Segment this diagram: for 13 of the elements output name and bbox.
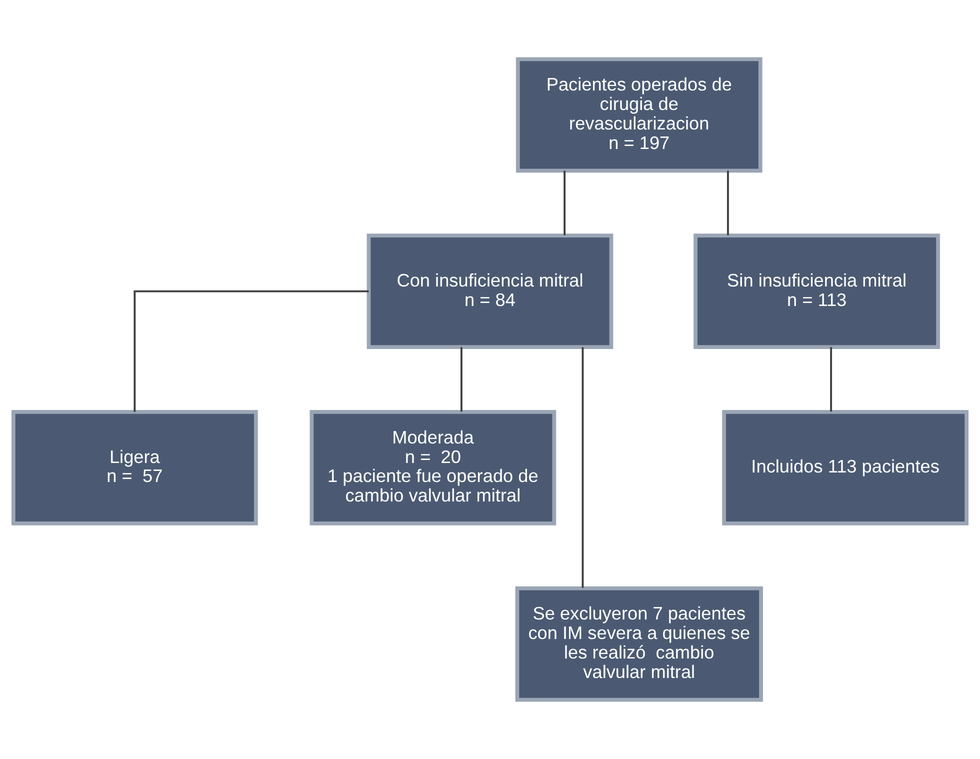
- connector: [564, 170, 566, 236]
- connector: [727, 170, 729, 236]
- connector: [582, 347, 584, 588]
- node-box: Ligera n = 57: [11, 410, 258, 526]
- connector: [830, 347, 832, 412]
- node-box: Se excluyeron 7 pacientes con IM severa a quienes se les realizó cambio valvular mitral: [515, 586, 763, 702]
- node-box: Sin insuficiencia mitral n = 113: [694, 234, 940, 350]
- connector: [460, 347, 462, 412]
- node-box: Pacientes operados de cirugia de revascularizacion n = 197: [516, 57, 762, 173]
- node-box: Moderada n = 20 1 paciente fue operado de cambio valvular mitral: [310, 410, 556, 526]
- connector: [134, 290, 369, 412]
- node-box: Incluidos 113 pacientes: [722, 410, 969, 526]
- node-box: Con insuficiencia mitral n = 84: [366, 234, 614, 350]
